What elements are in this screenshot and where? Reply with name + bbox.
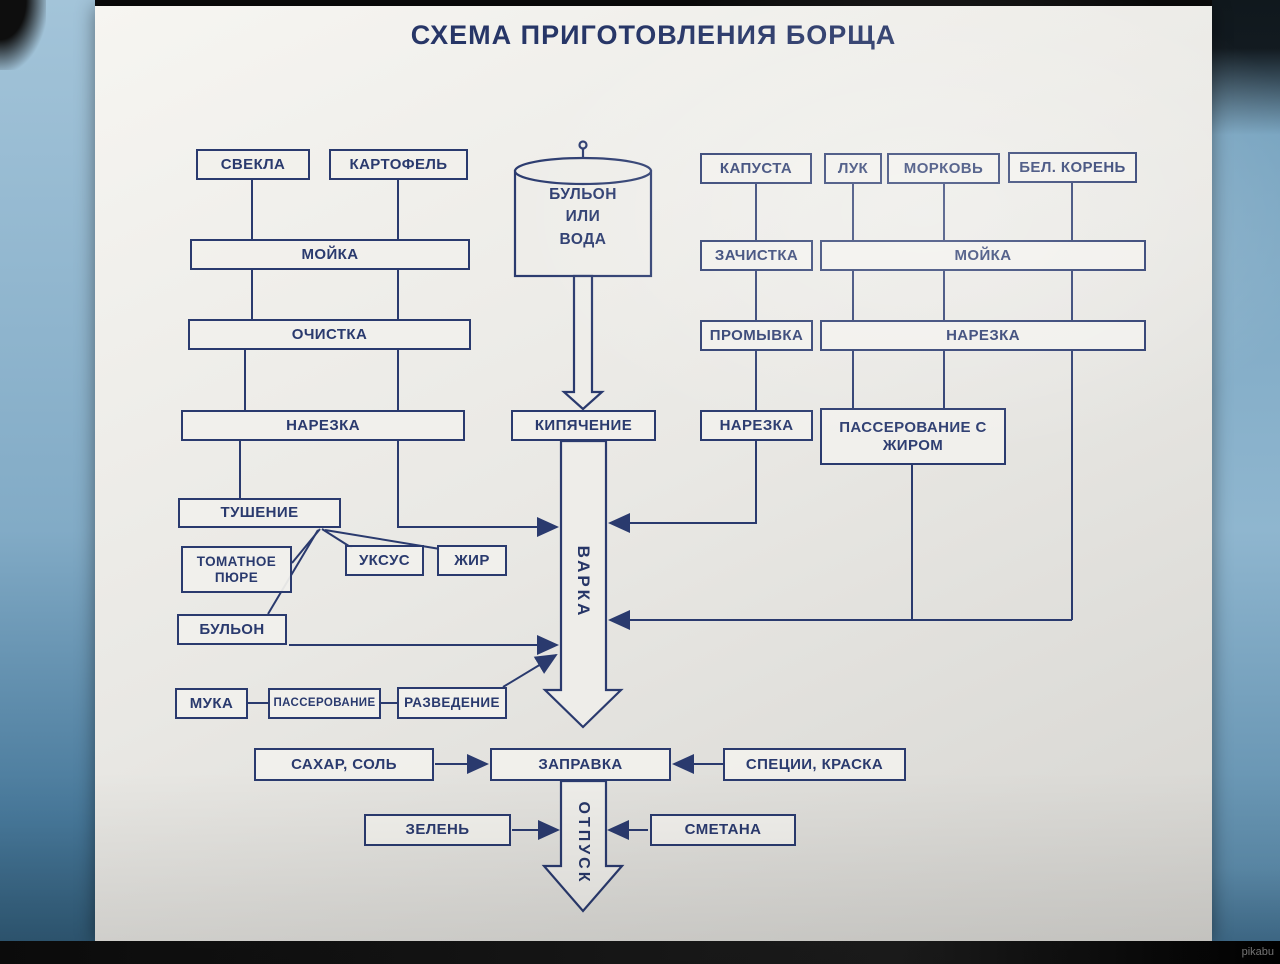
node-moyka-right: МОЙКА [820, 240, 1146, 271]
node-varka: ВАРКА [574, 545, 593, 619]
frame-left [0, 0, 95, 964]
node-bel-koren: БЕЛ. КОРЕНЬ [1008, 152, 1137, 183]
node-razvedenie: РАЗВЕДЕНИЕ [397, 687, 507, 719]
node-muka: МУКА [175, 688, 248, 719]
broth-tank-icon [513, 140, 653, 278]
node-kartofel: КАРТОФЕЛЬ [329, 149, 468, 180]
node-bulon: БУЛЬОН [177, 614, 287, 645]
node-uksus: УКСУС [345, 545, 424, 576]
node-narezka-left: НАРЕЗКА [181, 410, 465, 441]
node-otpusk: ОТПУСК [575, 801, 592, 885]
node-morkov: МОРКОВЬ [887, 153, 1000, 184]
node-bulon-ili-voda: БУЛЬОН ИЛИ ВОДА [549, 186, 617, 248]
node-luk: ЛУК [824, 153, 882, 184]
frame-bottom [0, 941, 1280, 964]
otpusk-arrow [541, 779, 625, 913]
node-sahar-sol: САХАР, СОЛЬ [254, 748, 434, 781]
node-moyka-left: МОЙКА [190, 239, 470, 270]
node-narezka-kapusta: НАРЕЗКА [700, 410, 813, 441]
corner-shadow [0, 0, 46, 70]
tank-outlet-arrow [561, 274, 605, 411]
node-svekla: СВЕКЛА [196, 149, 310, 180]
node-tushenie: ТУШЕНИЕ [178, 498, 341, 528]
node-zapravka: ЗАПРАВКА [490, 748, 671, 781]
node-narezka-right: НАРЕЗКА [820, 320, 1146, 351]
node-zhir: ЖИР [437, 545, 507, 576]
node-zachistka: ЗАЧИСТКА [700, 240, 813, 271]
node-passerovanie: ПАССЕРОВАНИЕ [268, 688, 381, 719]
node-zelen: ЗЕЛЕНЬ [364, 814, 511, 846]
node-specii-kraska: СПЕЦИИ, КРАСКА [723, 748, 906, 781]
watermark: pikabu [1241, 946, 1274, 958]
node-tomatnoe-pyure: ТОМАТНОЕ ПЮРЕ [181, 546, 292, 593]
poster-title: СХЕМА ПРИГОТОВЛЕНИЯ БОРЩА [410, 20, 897, 50]
frame-right [1212, 0, 1280, 964]
node-smetana: СМЕТАНА [650, 814, 796, 846]
node-ochistka: ОЧИСТКА [188, 319, 471, 350]
node-kapusta: КАПУСТА [700, 153, 812, 184]
varka-arrow [542, 439, 624, 729]
node-passerovanie-s-zhirom: ПАССЕРОВАНИЕ С ЖИРОМ [820, 408, 1006, 465]
node-promyvka: ПРОМЫВКА [700, 320, 813, 351]
node-kipyachenie: КИПЯЧЕНИЕ [511, 410, 656, 441]
